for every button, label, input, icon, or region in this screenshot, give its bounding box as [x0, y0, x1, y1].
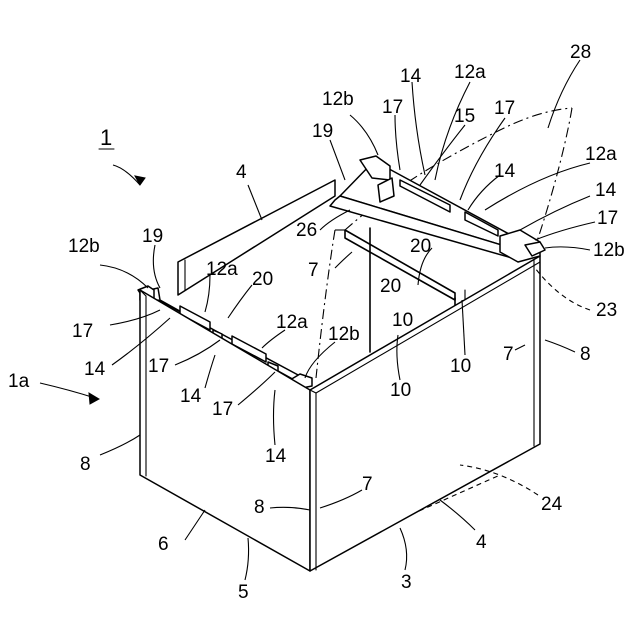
label-14-front: 14 — [265, 446, 287, 467]
label-17-right: 17 — [597, 208, 618, 229]
label-14-top: 14 — [400, 66, 422, 87]
label-10-lower: 10 — [390, 380, 411, 401]
label-14-left: 14 — [84, 359, 106, 380]
label-8-front: 8 — [254, 497, 265, 518]
label-17-mid: 17 — [148, 356, 169, 377]
label-15: 15 — [454, 106, 475, 127]
label-12a-left1: 12a — [206, 259, 238, 280]
label-12a-top: 12a — [454, 62, 486, 83]
label-1: 1 — [100, 125, 112, 150]
label-14-r2: 14 — [595, 180, 617, 201]
outer-box — [140, 256, 540, 571]
label-12b-front: 12b — [328, 324, 360, 345]
label-23: 23 — [596, 300, 617, 321]
label-14-mid: 14 — [180, 386, 202, 407]
label-1a: 1a — [8, 371, 30, 392]
label-28: 28 — [570, 42, 591, 63]
label-12a-left2: 12a — [276, 312, 308, 333]
label-12a-right: 12a — [585, 144, 617, 165]
label-12b-left: 12b — [68, 236, 100, 257]
label-14-r1: 14 — [494, 161, 516, 182]
label-10-center: 10 — [392, 310, 413, 331]
label-19-top: 19 — [312, 121, 333, 142]
label-20-left: 20 — [252, 269, 273, 290]
label-6: 6 — [158, 534, 169, 555]
label-8-right: 8 — [580, 344, 591, 365]
label-17-top: 17 — [382, 97, 403, 118]
label-10-right: 10 — [450, 356, 471, 377]
label-17-left: 17 — [72, 321, 93, 342]
label-8-left: 8 — [80, 454, 91, 475]
label-3: 3 — [401, 572, 412, 593]
label-26: 26 — [296, 220, 317, 241]
label-12b-top: 12b — [322, 89, 354, 110]
label-7-right: 7 — [503, 344, 514, 365]
label-4-top: 4 — [236, 162, 247, 183]
label-20-center: 20 — [380, 276, 401, 297]
label-19-left: 19 — [142, 226, 163, 247]
label-24: 24 — [541, 494, 563, 515]
label-17-front: 17 — [212, 399, 233, 420]
label-4-front: 4 — [476, 532, 487, 553]
label-5: 5 — [238, 582, 249, 603]
label-20-top: 20 — [410, 236, 431, 257]
label-7-front: 7 — [362, 474, 373, 495]
label-12b-right: 12b — [593, 240, 625, 261]
label-7-mid: 7 — [308, 260, 319, 281]
label-17-top2: 17 — [494, 98, 515, 119]
